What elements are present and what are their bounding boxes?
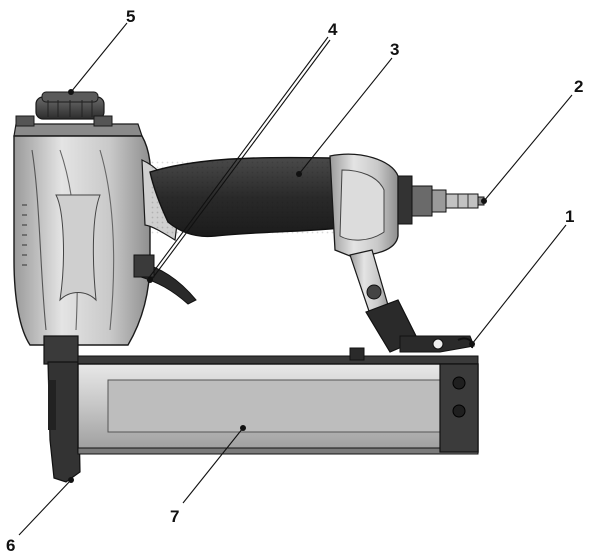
leader-line-5: [70, 22, 128, 93]
leader-lines: [18, 22, 573, 536]
leader-line-4: [147, 36, 329, 280]
nose-piece: [43, 335, 97, 483]
exhaust-cap: [35, 91, 105, 120]
magazine: [77, 335, 479, 455]
nail-gun-illustration: [13, 91, 485, 483]
leader-line-7: [182, 427, 244, 504]
leader-line-2: [483, 94, 573, 202]
air-inlet-fitting: [397, 175, 485, 225]
callout-7: 7: [170, 507, 179, 526]
callout-labels: 1 2 3 4 5 6 7: [6, 7, 583, 555]
callout-3: 3: [390, 40, 399, 59]
leader-line-6: [18, 479, 72, 536]
callout-2: 2: [574, 77, 583, 96]
callout-6: 6: [6, 536, 15, 555]
callout-1: 1: [565, 207, 574, 226]
callout-5: 5: [126, 7, 135, 26]
callout-4: 4: [328, 20, 338, 39]
leader-line-3: [298, 57, 393, 175]
leader-line-1: [471, 224, 567, 345]
